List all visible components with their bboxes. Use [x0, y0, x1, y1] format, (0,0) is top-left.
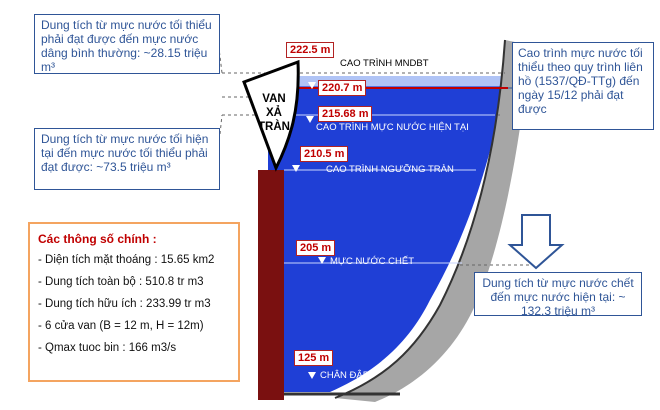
callout-normal-volume: Dung tích từ mực nước tối thiểu phải đạt…: [34, 14, 220, 74]
callout-schedule-level: Cao trình mực nước tối thiểu theo quy tr…: [512, 42, 654, 130]
parameter-item: Dung tích toàn bộ : 510.8 tr m3: [38, 276, 230, 288]
parameters-panel: Các thông số chính : Diện tích mặt thoán…: [28, 222, 240, 382]
spillway-label: VAN XẢ TRÀN: [256, 92, 292, 134]
dam-body: [258, 170, 284, 400]
parameter-item: 6 cửa van (B = 12 m, H = 12m): [38, 320, 230, 332]
level-label-125: CHÂN ĐẬP: [320, 370, 370, 381]
parameter-item: Dung tích hữu ích : 233.99 tr m3: [38, 298, 230, 310]
level-label-205: MỰC NƯỚC CHẾT: [330, 256, 415, 267]
parameter-item: Diện tích mặt thoáng : 15.65 km2: [38, 254, 230, 266]
parameters-title: Các thông số chính :: [38, 232, 157, 246]
dead-volume-arrow: [507, 214, 565, 270]
level-value-125: 125 m: [294, 350, 334, 366]
valley-slope: [335, 40, 530, 402]
current-volume-connector: [219, 114, 223, 135]
spillway-label-2: XẢ: [266, 107, 282, 119]
level-markers: [292, 82, 326, 379]
callout-dead-volume: Dung tích từ mực nước chết đến mực nước …: [474, 272, 642, 318]
valley-slope-edge: [334, 39, 506, 399]
spillway-label-1: VAN: [262, 93, 286, 105]
level-value-215: 215.68 m: [318, 106, 373, 122]
level-label-215: CAO TRÌNH MỰC NƯỚC HIỆN TẠI: [316, 122, 469, 133]
level-label-222: CAO TRÌNH MNDBT: [340, 58, 429, 69]
level-value-205: 205 m: [296, 240, 336, 256]
level-value-210: 210.5 m: [300, 146, 349, 162]
level-value-220: 220.7 m: [318, 80, 367, 96]
level-value-222: 222.5 m: [286, 42, 335, 58]
parameters-list: Diện tích mặt thoáng : 15.65 km2 Dung tí…: [38, 254, 230, 354]
level-label-210: CAO TRÌNH NGƯỠNG TRÀN: [326, 164, 454, 175]
spillway-label-3: TRÀN: [258, 121, 290, 133]
parameter-item: Qmax tuoc bin : 166 m3/s: [38, 342, 230, 354]
callout-current-volume: Dung tích từ mực nước tối hiện tại đến m…: [34, 128, 220, 190]
water-surface-band: [268, 76, 505, 88]
spillway-gate: [242, 59, 300, 172]
reservoir-water: [268, 86, 505, 392]
